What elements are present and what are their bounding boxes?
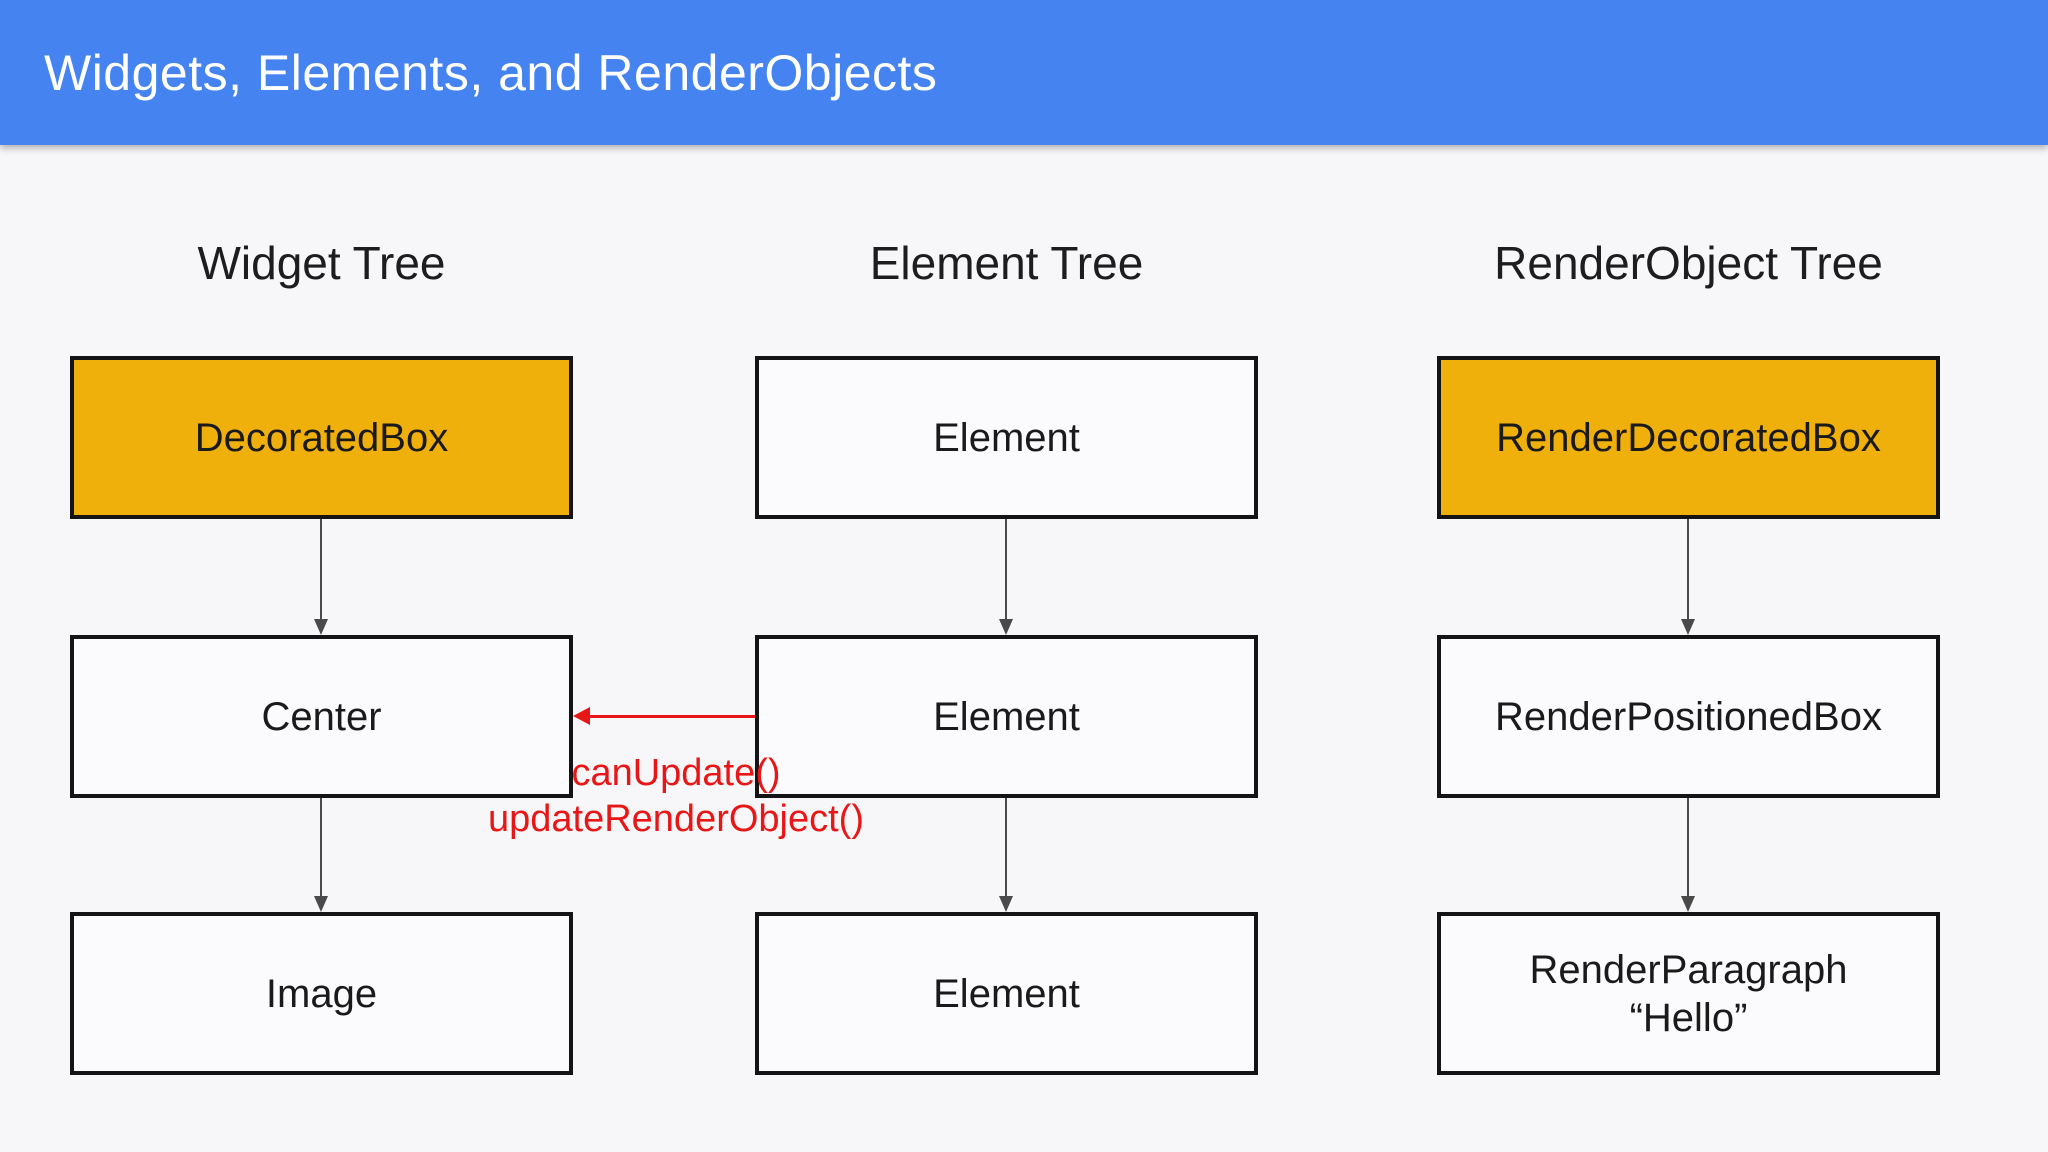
arrow-line-renderobject-1 [1687,519,1689,620]
node-renderpositionedbox: RenderPositionedBox [1437,635,1940,798]
arrow-down-icon [314,896,328,912]
arrow-line-widget-2 [320,798,322,897]
node-sublabel: “Hello” [1629,995,1748,1040]
node-label: Image [265,971,378,1016]
annotation-updaterenderobject: updateRenderObject() [488,798,864,840]
node-label: RenderDecoratedBox [1496,415,1881,460]
arrow-line-renderobject-2 [1687,798,1689,897]
node-element-1: Element [755,356,1258,519]
update-annotation: canUpdate() updateRenderObject() [376,750,976,842]
node-image: Image [70,912,573,1075]
node-element-3: Element [755,912,1258,1075]
arrow-down-icon [1681,619,1695,635]
arrow-down-icon [999,619,1013,635]
node-label: Element [933,415,1080,460]
node-renderparagraph: RenderParagraph “Hello” [1437,912,1940,1075]
node-element-2: Element [755,635,1258,798]
arrow-line-element-1 [1005,519,1007,620]
arrow-down-icon [999,896,1013,912]
node-decoratedbox: DecoratedBox [70,356,573,519]
node-label: Element [933,971,1080,1016]
arrow-line-widget-1 [320,519,322,620]
node-label: Element [933,694,1080,739]
slide-title: Widgets, Elements, and RenderObjects [44,44,938,101]
arrow-line-element-2 [1005,798,1007,897]
widget-tree-title: Widget Tree [197,237,446,289]
node-label: RenderPositionedBox [1495,694,1882,739]
node-label: RenderParagraph [1529,947,1848,992]
update-arrow-line [588,715,755,718]
node-label: DecoratedBox [194,415,449,460]
element-tree-title: Element Tree [869,237,1144,289]
annotation-canupdate: canUpdate() [571,752,781,794]
arrow-left-icon [573,707,590,725]
arrow-down-icon [1681,896,1695,912]
node-label: Center [261,694,382,739]
node-center: Center [70,635,573,798]
node-renderdecoratedbox: RenderDecoratedBox [1437,356,1940,519]
header-bar: Widgets, Elements, and RenderObjects [0,0,2048,145]
renderobject-tree-title: RenderObject Tree [1494,237,1883,289]
arrow-down-icon [314,619,328,635]
